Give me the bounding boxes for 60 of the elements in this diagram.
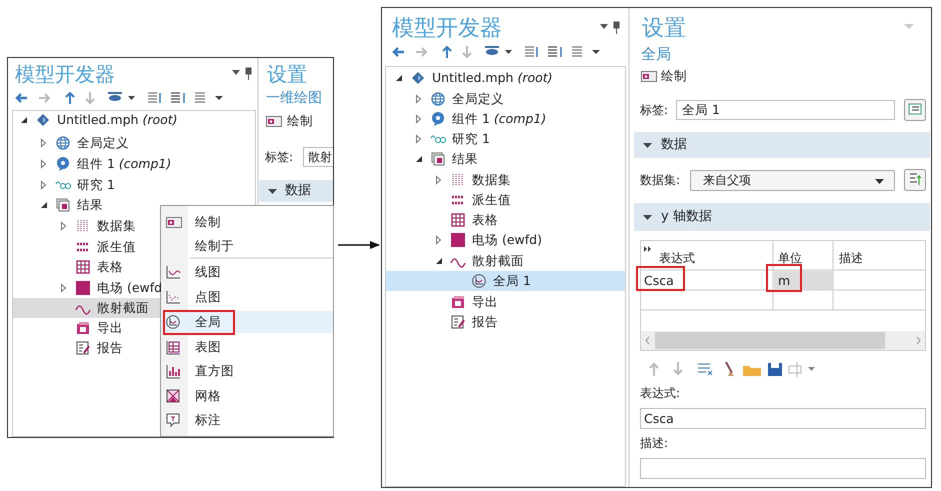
section-subtitle: 一维绘图 bbox=[266, 89, 322, 108]
panel-title: 设置 bbox=[267, 61, 307, 88]
tree-item: 电场 (ewfd bbox=[97, 279, 162, 297]
menu-item: 绘制 bbox=[195, 213, 221, 231]
menu-item: 表图 bbox=[195, 338, 221, 356]
column-header: 单位 bbox=[778, 250, 802, 267]
tree-item: 研究 1 bbox=[452, 130, 490, 148]
tree-item: 数据集 bbox=[472, 171, 511, 189]
field-label: 标签: bbox=[265, 149, 294, 166]
tree-item: Untitled.mph (root) bbox=[432, 69, 553, 87]
panel-title: 设置 bbox=[642, 15, 686, 43]
tree-item: 派生值 bbox=[97, 238, 136, 256]
column-header: 描述 bbox=[839, 250, 863, 267]
input-field: Csca bbox=[640, 408, 926, 429]
tree-item: 导出 bbox=[97, 319, 123, 337]
table-cell: m bbox=[774, 271, 833, 290]
tree-item: 表格 bbox=[97, 258, 123, 276]
tree-item: 电场 (ewfd) bbox=[472, 231, 542, 249]
tree-item: 结果 bbox=[77, 196, 103, 214]
toolbar-label: 绘制 bbox=[661, 67, 687, 85]
arrow bbox=[338, 241, 380, 249]
field-label: 数据集: bbox=[640, 172, 680, 189]
tree-item: 报告 bbox=[97, 339, 123, 357]
section-header: 数据 bbox=[259, 180, 333, 202]
section-header: 数据 bbox=[634, 132, 930, 158]
tree-item: 组件 1 (comp1) bbox=[452, 110, 546, 128]
tree-item: 结果 bbox=[452, 150, 478, 168]
menu-item: 点图 bbox=[195, 288, 221, 306]
menu-item: 绘制于 bbox=[195, 237, 234, 255]
tree-item: 组件 1 (comp1) bbox=[77, 155, 172, 173]
tree-item: 表格 bbox=[472, 211, 498, 229]
table-cell-text: Csca bbox=[644, 272, 674, 290]
menu-item: 线图 bbox=[195, 263, 221, 281]
tree-item: 全局 1 bbox=[493, 272, 531, 290]
tree-item: 研究 1 bbox=[77, 176, 115, 194]
tree-item: 导出 bbox=[472, 293, 498, 311]
tree-item: 全局定义 bbox=[452, 90, 504, 108]
tree-item: Untitled.mph (root) bbox=[57, 111, 178, 129]
menu-item: 网格 bbox=[195, 387, 221, 405]
tree-item: 报告 bbox=[472, 313, 498, 331]
menu-item: 直方图 bbox=[195, 362, 234, 380]
tree-item: 派生值 bbox=[472, 191, 511, 209]
tree-item: 全局定义 bbox=[77, 134, 129, 152]
dropdown: 来自父项 bbox=[690, 170, 895, 191]
field-label: 描述: bbox=[640, 435, 668, 452]
column-header: 表达式 bbox=[659, 250, 695, 267]
field-label: 表达式: bbox=[640, 385, 680, 402]
menu-item: 标注 bbox=[195, 411, 221, 429]
panel-title: 模型开发器 bbox=[15, 61, 115, 88]
field-label: 标签: bbox=[640, 102, 668, 119]
tree-item: 数据集 bbox=[97, 217, 136, 235]
menu-item: 全局 bbox=[195, 313, 221, 331]
section-subtitle: 全局 bbox=[641, 44, 671, 64]
input-field: 全局 1 bbox=[676, 100, 895, 120]
section-header: y 轴数据 bbox=[634, 203, 930, 231]
panel-title: 模型开发器 bbox=[392, 15, 502, 43]
tree-item: 散射截面 bbox=[472, 252, 524, 270]
tree-item: 散射截面 bbox=[97, 299, 149, 317]
toolbar-label: 绘制 bbox=[287, 112, 313, 130]
input-field: 散射 bbox=[303, 147, 333, 167]
